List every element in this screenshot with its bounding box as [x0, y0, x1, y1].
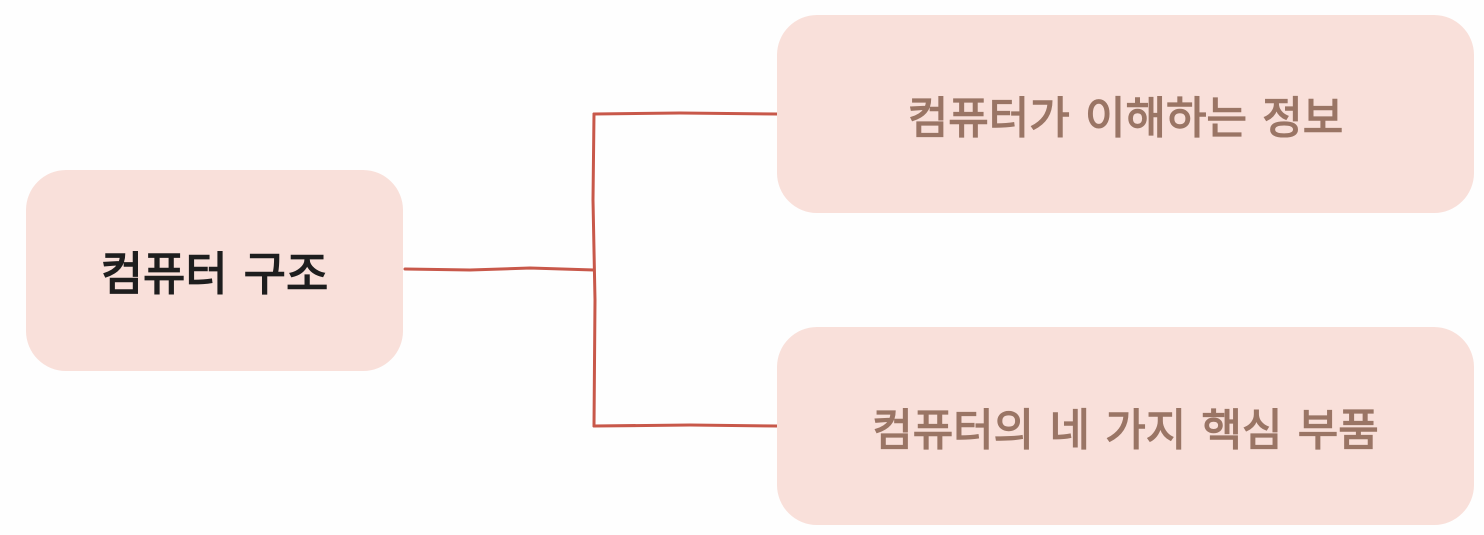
- root-node: 컴퓨터 구조: [26, 170, 403, 371]
- connector-branch-to-bottom-child: [592, 423, 779, 428]
- connector-branch-to-top-child: [592, 111, 779, 116]
- child-node-label: 컴퓨터의 네 가지 핵심 부품: [872, 405, 1379, 456]
- connector-root-to-branch: [403, 266, 596, 272]
- child-node-components: 컴퓨터의 네 가지 핵심 부품: [777, 327, 1474, 525]
- child-node-information: 컴퓨터가 이해하는 정보: [777, 15, 1474, 213]
- child-node-label: 컴퓨터가 이해하는 정보: [907, 93, 1344, 144]
- connector-branch-vertical: [591, 112, 597, 428]
- root-node-label: 컴퓨터 구조: [100, 246, 329, 301]
